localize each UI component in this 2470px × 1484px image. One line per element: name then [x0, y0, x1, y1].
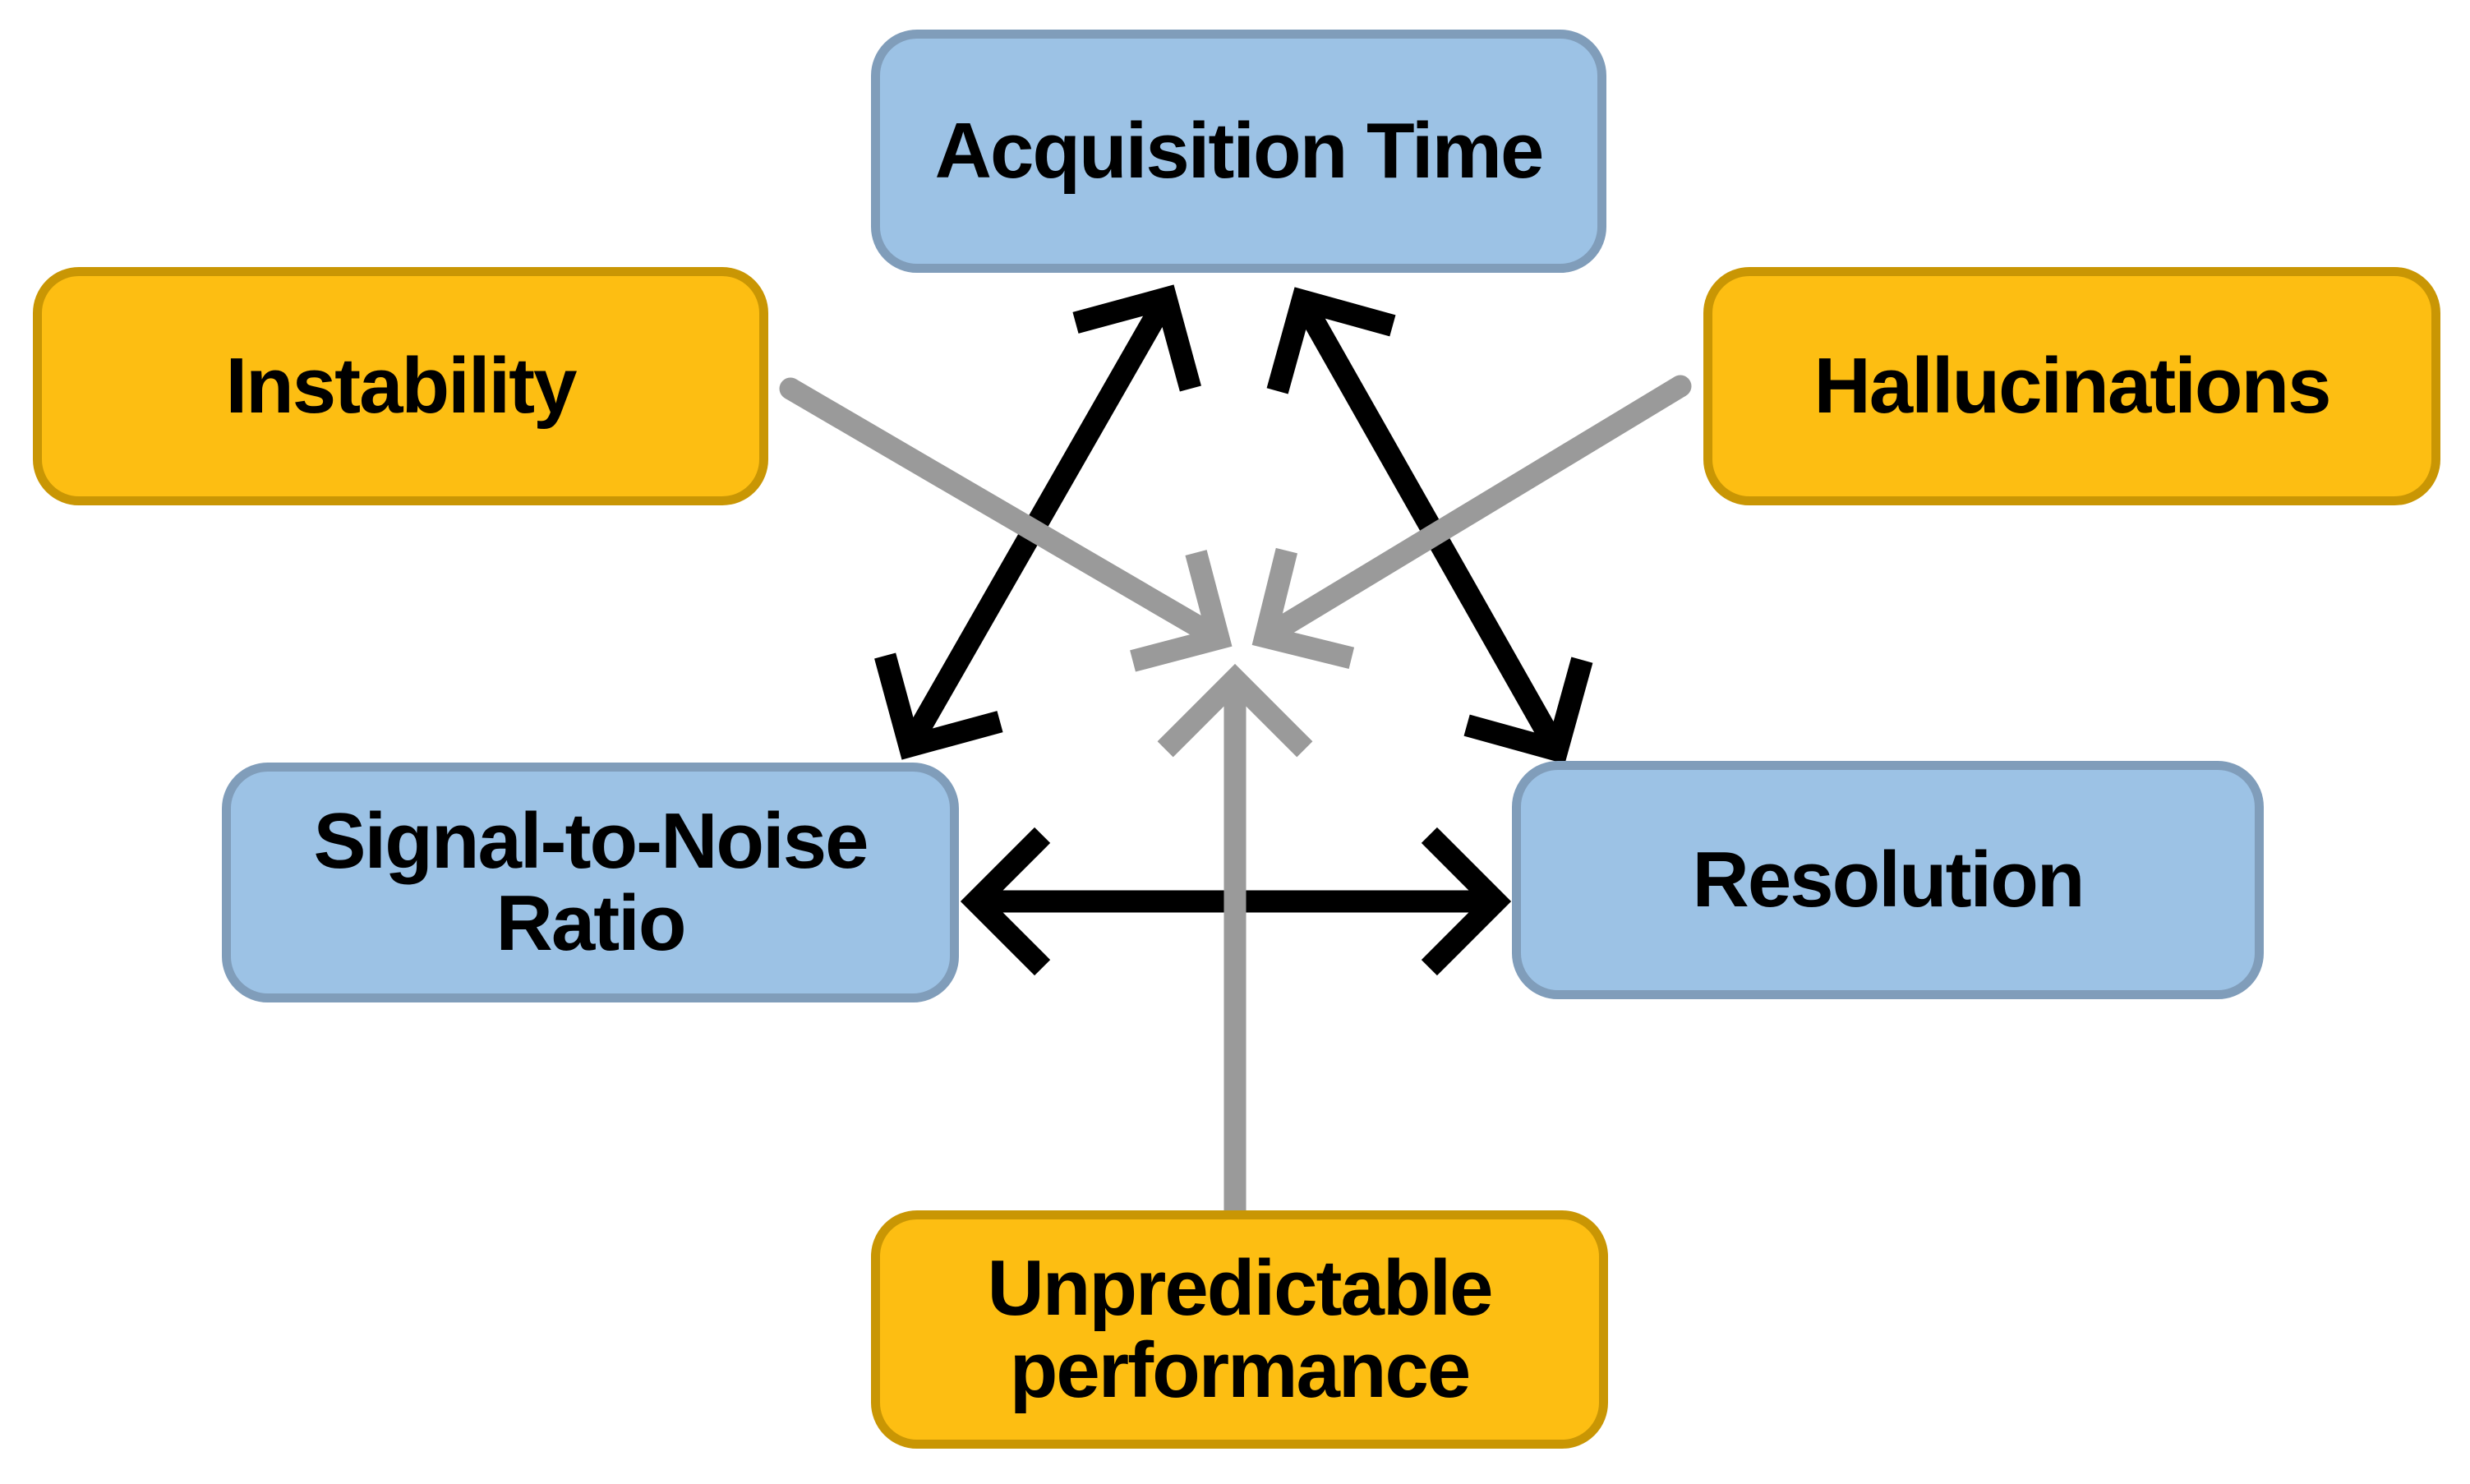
node-instability: Instability: [33, 267, 768, 505]
arrowhead: [1266, 287, 1396, 394]
arrowhead: [1421, 827, 1512, 976]
arrowhead: [1072, 284, 1201, 392]
node-instability-label: Instability: [225, 342, 577, 431]
arrowhead: [874, 652, 1003, 760]
influence-arrow-unpredictable-performance: [1157, 663, 1313, 1224]
arrow-shaft: [785, 379, 1224, 648]
node-unpredictable-performance-label: Unpredictable performance: [987, 1244, 1493, 1414]
arrowhead: [960, 827, 1051, 976]
arrow-tail-cap: [779, 377, 802, 400]
node-hallucinations-label: Hallucinations: [1813, 342, 2331, 431]
influence-arrow-hallucinations: [1251, 375, 1692, 669]
arrow-tail-cap: [1669, 375, 1692, 398]
node-resolution: Resolution: [1512, 761, 2264, 999]
arrowhead: [1157, 663, 1313, 758]
arrow-shaft: [1260, 376, 1686, 647]
node-signal-to-noise-ratio-label: Signal-to-Noise Ratio: [313, 797, 869, 967]
node-unpredictable-performance: Unpredictable performance: [871, 1210, 1608, 1449]
arrowhead: [1463, 657, 1593, 764]
node-resolution-label: Resolution: [1692, 836, 2085, 924]
node-acquisition-time-label: Acquisition Time: [934, 107, 1545, 196]
arrowhead: [1130, 550, 1233, 672]
arrowhead: [1251, 547, 1355, 669]
node-hallucinations: Hallucinations: [1703, 267, 2440, 505]
node-signal-to-noise-ratio: Signal-to-Noise Ratio: [222, 763, 959, 1002]
influence-arrow-instability: [779, 377, 1233, 672]
node-acquisition-time: Acquisition Time: [871, 30, 1606, 273]
